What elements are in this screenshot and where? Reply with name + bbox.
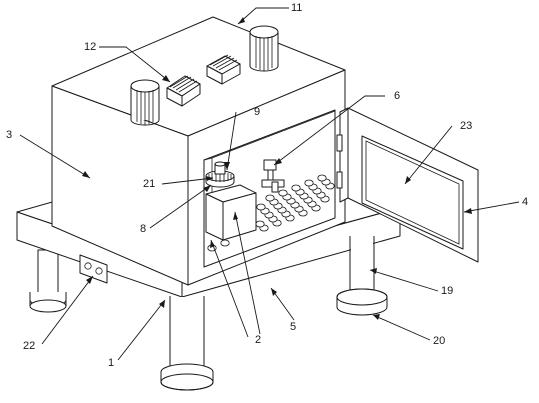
label-9: 9 bbox=[254, 106, 261, 118]
label-2: 2 bbox=[255, 334, 262, 346]
plate-hole bbox=[278, 189, 288, 197]
sample-block bbox=[205, 184, 257, 241]
label-3: 3 bbox=[6, 129, 13, 141]
plate-hole bbox=[265, 194, 275, 202]
control-panel bbox=[79, 254, 108, 284]
label-19: 19 bbox=[441, 285, 454, 297]
label-5: 5 bbox=[290, 321, 297, 333]
label-22: 22 bbox=[23, 340, 36, 352]
label-23: 23 bbox=[460, 120, 473, 132]
plate-hole bbox=[255, 220, 265, 228]
plate-hole bbox=[317, 174, 327, 182]
leader-lines bbox=[19, 7, 520, 361]
plate-hole bbox=[291, 184, 301, 192]
arrowheads bbox=[82, 17, 472, 320]
leg-front-center bbox=[160, 296, 214, 391]
label-4: 4 bbox=[522, 196, 529, 208]
perforated-plate bbox=[207, 174, 335, 252]
top-fan-11 bbox=[249, 25, 279, 72]
top-module-right bbox=[206, 54, 241, 85]
label-1: 1 bbox=[108, 357, 115, 369]
label-8: 8 bbox=[140, 223, 147, 235]
leg-front-right bbox=[336, 236, 388, 316]
plate-hole bbox=[256, 203, 266, 211]
label-6: 6 bbox=[394, 90, 401, 102]
label-20: 20 bbox=[433, 335, 446, 347]
plate-hole bbox=[304, 179, 314, 187]
label-12: 12 bbox=[84, 41, 97, 53]
top-fan-left bbox=[130, 79, 160, 126]
top-module-12 bbox=[166, 75, 201, 107]
clamp-fixture bbox=[261, 159, 285, 193]
door bbox=[336, 107, 479, 263]
label-21: 21 bbox=[143, 178, 156, 190]
spindle-motor bbox=[205, 161, 235, 188]
label-11: 11 bbox=[291, 2, 303, 14]
plate-hole bbox=[220, 239, 230, 247]
leg-back-left bbox=[29, 249, 67, 313]
